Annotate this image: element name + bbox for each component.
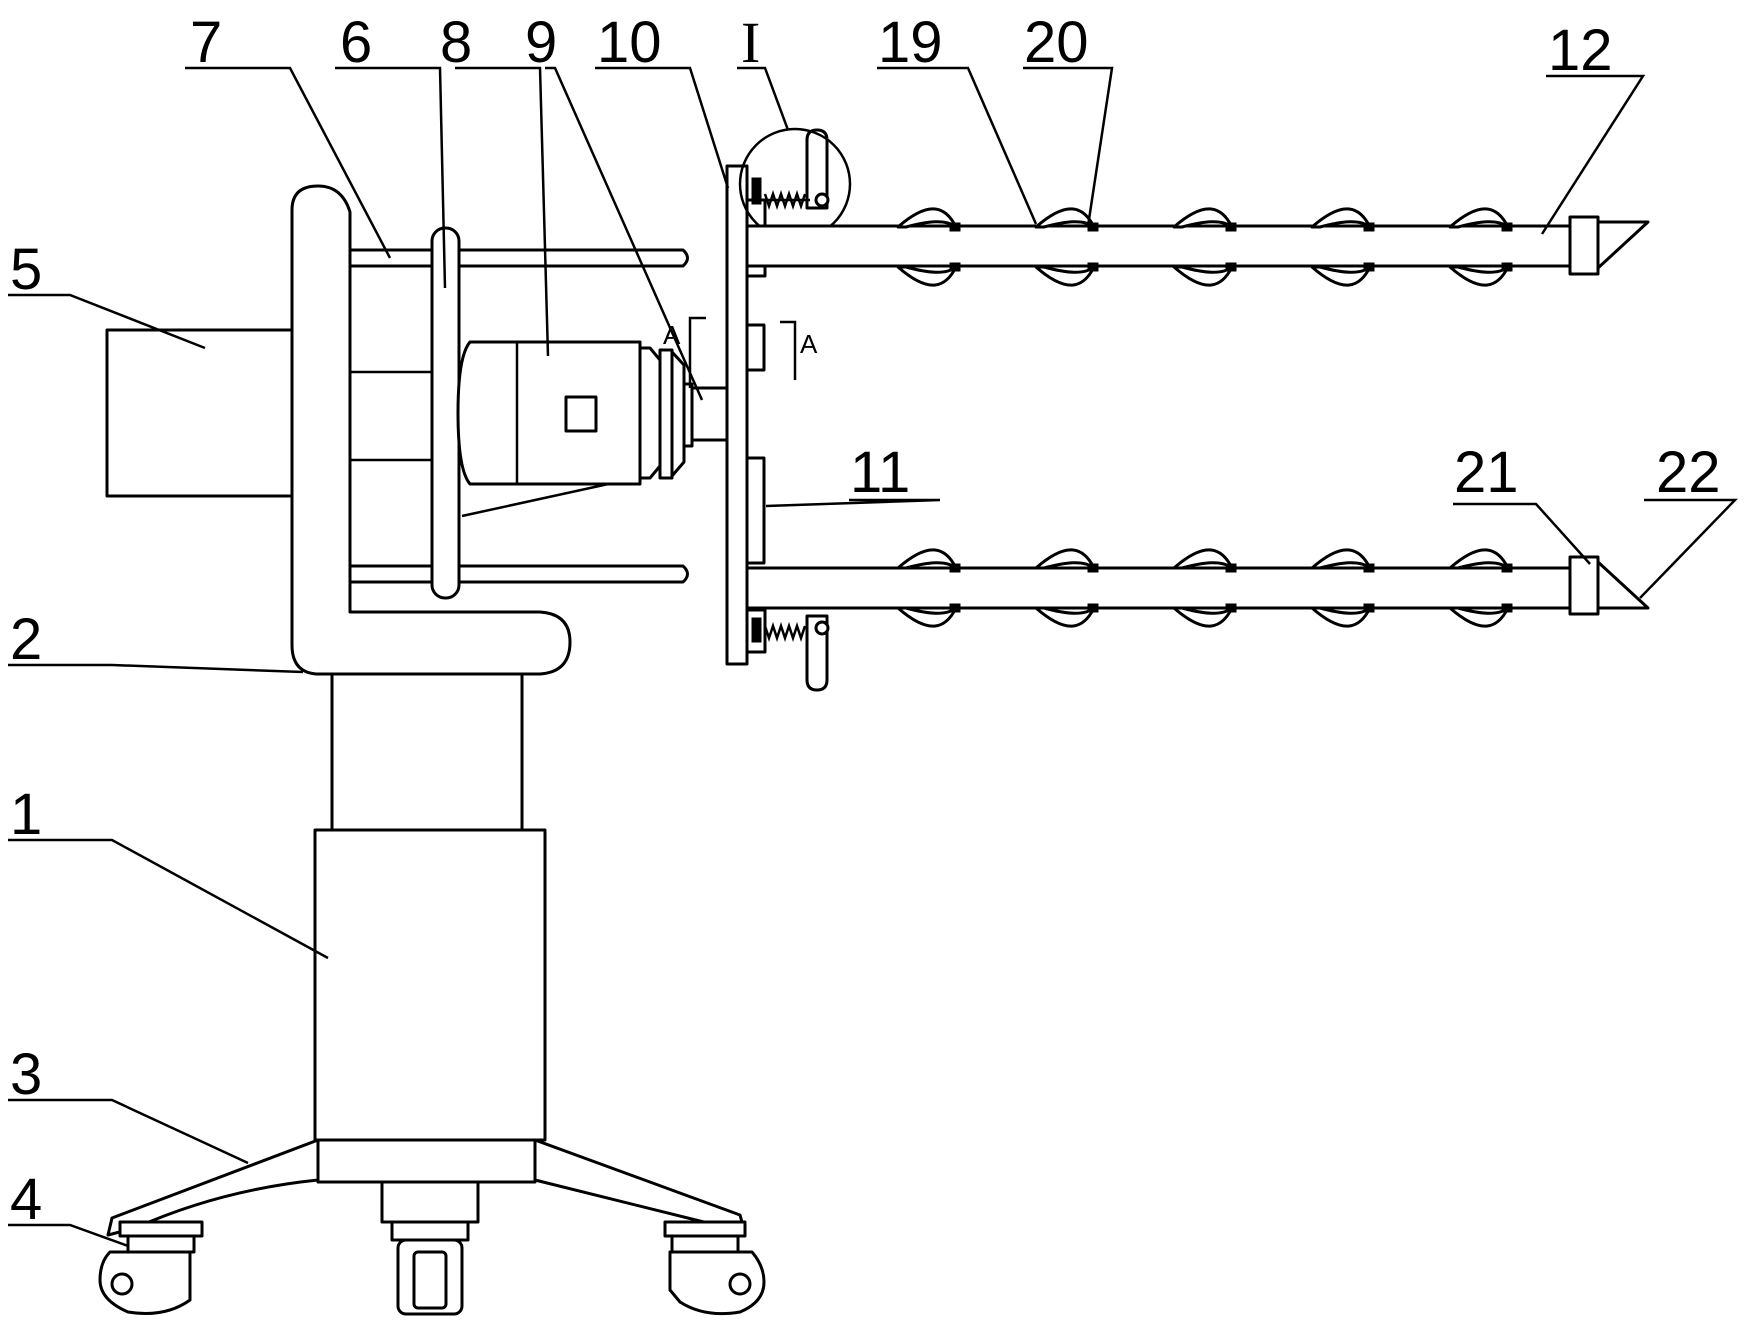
- label-12: 12: [1548, 18, 1613, 83]
- label-22: 22: [1656, 440, 1721, 505]
- blade-lower-4: [1310, 548, 1375, 628]
- upper-shaft: [745, 215, 1650, 276]
- label-5: 5: [10, 237, 42, 302]
- label-1: 1: [10, 782, 42, 847]
- blade-lower-1: [896, 548, 961, 628]
- section-mark-right: A: [780, 320, 818, 380]
- label-3: 3: [10, 1042, 42, 1107]
- l-shaped-arm: [290, 184, 572, 676]
- label-11: 11: [850, 440, 910, 505]
- lower-spring-assembly: [751, 614, 830, 692]
- blade-upper-5: [1448, 207, 1513, 287]
- label-6: 6: [340, 10, 372, 75]
- blade-lower-3: [1172, 548, 1237, 628]
- blade-upper-4: [1310, 207, 1375, 287]
- blade-upper-1: [896, 207, 961, 287]
- part-numbers: 1 2 3 4 5 6 7 8 9 10 I 19 20 12 11 21 22: [10, 10, 1721, 1232]
- section-label-right: A: [800, 329, 818, 359]
- label-4: 4: [10, 1167, 42, 1232]
- leader-lines: [8, 66, 1738, 1248]
- blade-upper-3: [1172, 207, 1237, 287]
- label-21: 21: [1454, 440, 1519, 505]
- caster-left: [98, 1220, 204, 1315]
- label-7: 7: [190, 10, 222, 75]
- label-20: 20: [1024, 10, 1089, 75]
- motor: [456, 340, 694, 486]
- label-8: 8: [440, 10, 472, 75]
- label-9: 9: [525, 10, 557, 75]
- blade-upper-2: [1034, 207, 1099, 287]
- upper-spring-assembly: [751, 128, 830, 210]
- label-2: 2: [10, 607, 42, 672]
- coupling: [690, 386, 730, 442]
- blade-lower-2: [1034, 548, 1099, 628]
- label-19: 19: [878, 10, 943, 75]
- side-box: [105, 328, 294, 498]
- blades: [896, 207, 1513, 628]
- label-detail-i: I: [741, 10, 760, 75]
- blade-lower-5: [1448, 548, 1513, 628]
- label-10: 10: [597, 10, 662, 75]
- caster-middle: [380, 1180, 480, 1316]
- lower-shaft: [745, 555, 1650, 616]
- caster-right: [663, 1220, 766, 1316]
- column: [313, 668, 547, 1184]
